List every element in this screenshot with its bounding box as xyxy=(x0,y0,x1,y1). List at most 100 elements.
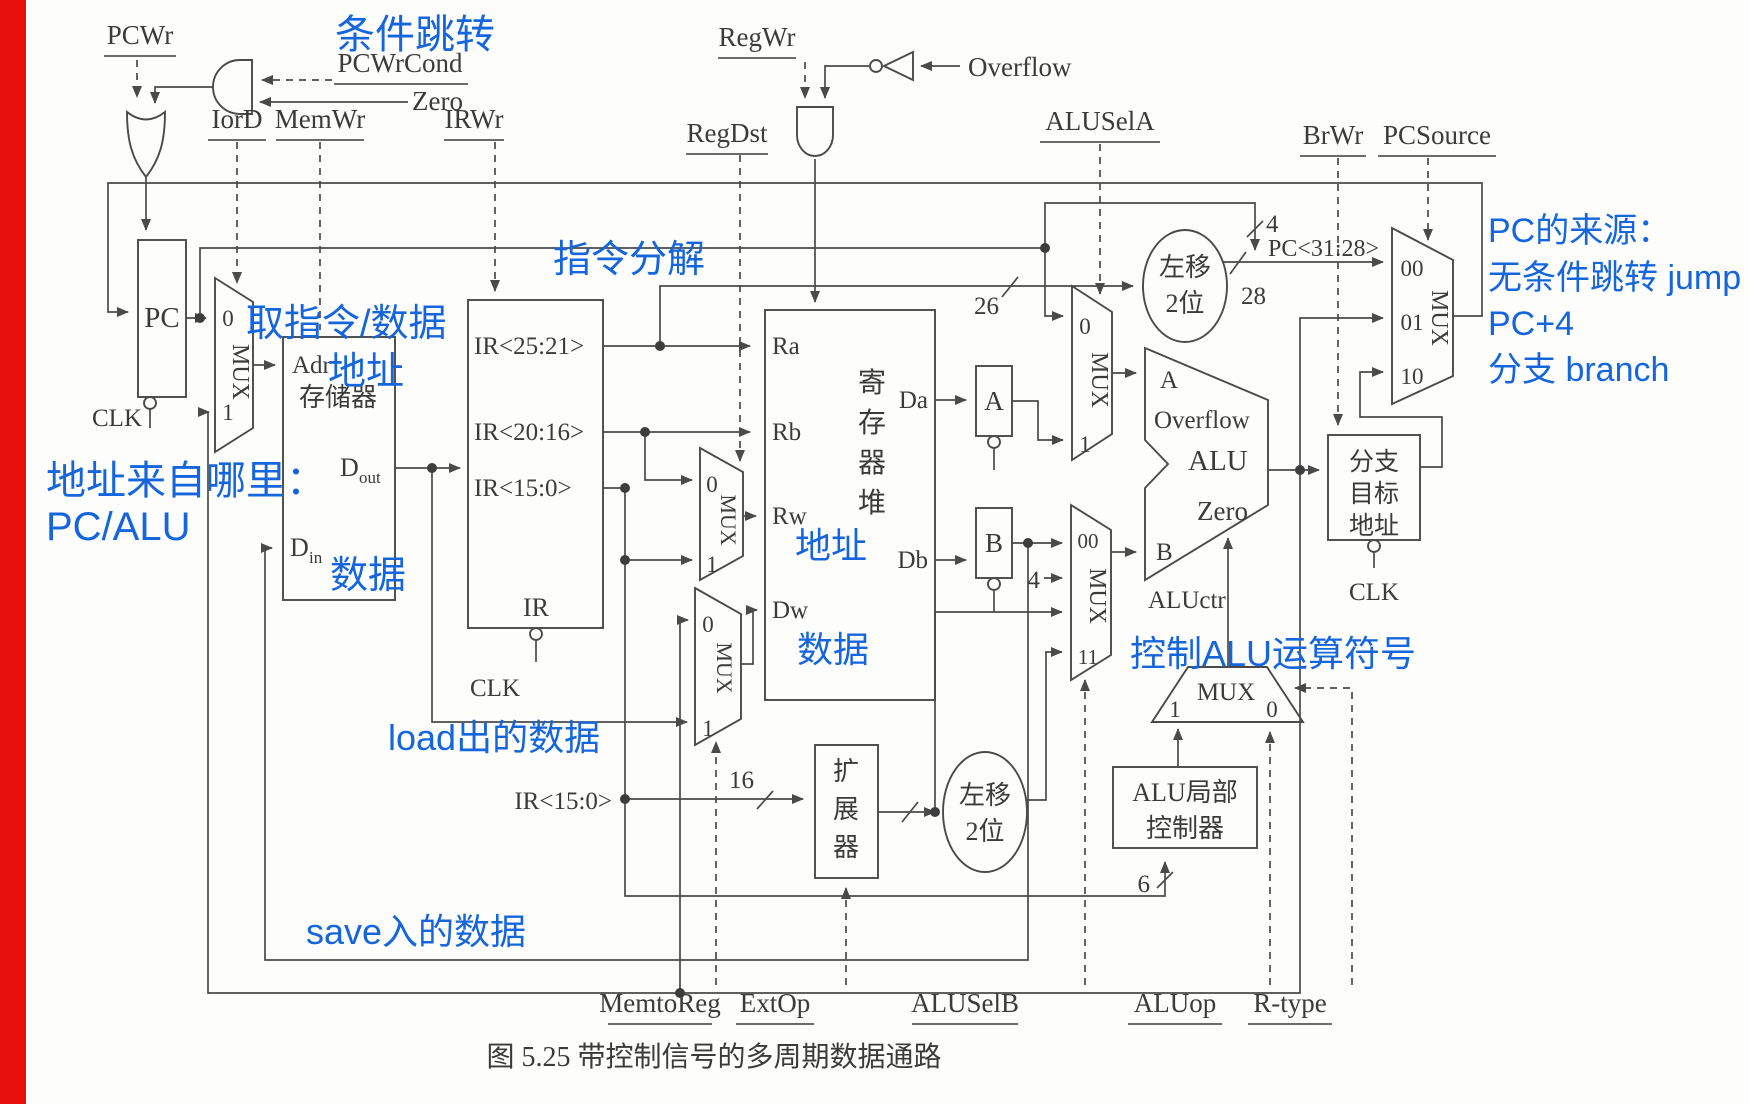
wires xyxy=(107,61,1483,994)
wire-pc-to-alusela0 xyxy=(1044,248,1064,321)
junction xyxy=(1295,465,1305,475)
aluctr-mux-0: 0 xyxy=(1266,697,1278,722)
regfile-db: Db xyxy=(897,547,928,574)
slash-ext xyxy=(901,801,919,823)
branch-l1: 分支 xyxy=(1349,448,1399,476)
aluselb-mux-00: 00 xyxy=(1078,529,1099,553)
pc3128-label: PC<31:28> xyxy=(1268,236,1379,262)
label-iord: IorD xyxy=(212,104,263,134)
junction xyxy=(620,794,630,804)
ir-field-25-21: IR<25:21> xyxy=(474,333,584,360)
a-clk-bubble xyxy=(987,435,1001,449)
aluctr-mux-1: 1 xyxy=(1169,697,1181,722)
regfile-name-c3: 器 xyxy=(858,448,886,479)
note-rf-addr: 地址 xyxy=(795,525,867,566)
junction xyxy=(930,807,940,817)
regdst-mux-0: 0 xyxy=(706,472,718,497)
wire-newpc-loop xyxy=(107,182,1483,317)
bus-6-label: 6 xyxy=(1138,871,1151,898)
label-pcwr: PCWr xyxy=(107,20,173,50)
ir-clk-label: CLK xyxy=(470,675,520,702)
and-gate-regwr xyxy=(796,106,834,157)
memory-box xyxy=(282,336,396,601)
alusela-mux-0: 0 xyxy=(1079,314,1091,339)
iord-mux-label: MUX xyxy=(227,344,253,400)
iord-mux xyxy=(214,276,254,454)
wire-pc-tap xyxy=(199,202,1260,318)
and-gate-condjump xyxy=(212,59,253,115)
note-rf-data: 数据 xyxy=(797,629,869,670)
label-zero: Zero xyxy=(412,86,463,116)
note-mem-data: 数据 xyxy=(330,555,406,597)
note-load-data: load出的数据 xyxy=(388,717,600,758)
wire-dw xyxy=(741,605,758,665)
junction xyxy=(655,341,665,351)
note-cond-jump: 条件跳转 xyxy=(335,13,495,57)
not-gate-bubble xyxy=(869,59,883,73)
aluctr-mux-label: MUX xyxy=(1197,679,1255,706)
junction xyxy=(620,555,630,565)
pc-clk-label: CLK xyxy=(92,405,142,432)
wire-save-data xyxy=(261,543,1029,961)
branch-l2: 目标 xyxy=(1349,480,1399,508)
bus-4-label: 4 xyxy=(1266,211,1279,238)
aluselb-mux-label: MUX xyxy=(1084,568,1110,624)
alu-overflow: Overflow xyxy=(1154,407,1250,434)
alu-ctr-label: ALUctr xyxy=(1148,587,1226,614)
memtoreg-mux-1: 1 xyxy=(702,716,714,741)
regdst-mux-label: MUX xyxy=(716,494,741,545)
slash-26 xyxy=(1001,276,1019,298)
note-mem-addr: 地址 xyxy=(328,351,404,393)
memory-dout-d: D xyxy=(340,453,359,482)
wire-26bit xyxy=(659,281,1134,346)
wire-shl2b-to-mux11 xyxy=(1026,647,1063,801)
wire-inverter-out xyxy=(820,65,869,99)
alu xyxy=(1144,346,1269,582)
ir-field-15-0: IR<15:0> xyxy=(474,475,572,502)
label-rtype: R-type xyxy=(1253,988,1327,1018)
aluselb-mux-11: 11 xyxy=(1078,645,1098,669)
label-pcsource: PCSource xyxy=(1383,120,1491,150)
memory-name: 存储器 xyxy=(299,383,377,412)
memory-dout-sub: out xyxy=(359,468,381,487)
label-brwr: BrWr xyxy=(1303,120,1363,150)
regfile-name-c4: 堆 xyxy=(858,487,886,519)
pc-label: PC xyxy=(144,302,179,334)
ir150-wire-label: IR<15:0> xyxy=(514,788,612,815)
note-save-data: save入的数据 xyxy=(306,911,526,952)
b-clk-bubble xyxy=(987,577,1001,591)
memory-din-sub: in xyxy=(309,548,323,567)
bus-26-label: 26 xyxy=(974,293,999,320)
label-memtoreg: MemtoReg xyxy=(599,988,721,1018)
branch-clk-bubble xyxy=(1367,539,1381,553)
note-alu-ctrl: 控制ALU运算符号 xyxy=(1130,633,1416,674)
wire-a-out xyxy=(1012,400,1064,445)
label-regwr: RegWr xyxy=(719,22,796,52)
ir-clk-bubble xyxy=(529,627,543,641)
or-gate xyxy=(126,110,166,179)
aluselb-mux xyxy=(1070,503,1112,682)
alu-name: ALU xyxy=(1188,445,1248,477)
alusela-mux-label: MUX xyxy=(1086,352,1112,408)
label-overflow: Overflow xyxy=(968,52,1072,82)
bus-16-label: 16 xyxy=(729,767,754,794)
junction xyxy=(1023,538,1033,548)
junction xyxy=(195,313,205,323)
slash-28 xyxy=(1229,251,1247,275)
note-instr-split: 指令分解 xyxy=(553,239,705,281)
memtoreg-mux-label: MUX xyxy=(712,642,737,693)
wire-alu-loop xyxy=(198,407,1301,994)
junction xyxy=(1040,243,1050,253)
wire-alu-to-memtoreg0 xyxy=(677,615,689,993)
pc-register xyxy=(137,239,187,398)
iord-mux-0: 0 xyxy=(222,306,234,331)
iord-mux-1: 1 xyxy=(222,400,234,425)
control-lines xyxy=(132,60,1433,985)
slash-4 xyxy=(1246,220,1264,238)
wire-regdst-0 xyxy=(644,432,693,485)
extender-box xyxy=(814,744,879,879)
regfile-box xyxy=(764,309,936,701)
not-gate-overflow xyxy=(881,50,914,82)
alu-local-l2: 控制器 xyxy=(1146,814,1224,843)
